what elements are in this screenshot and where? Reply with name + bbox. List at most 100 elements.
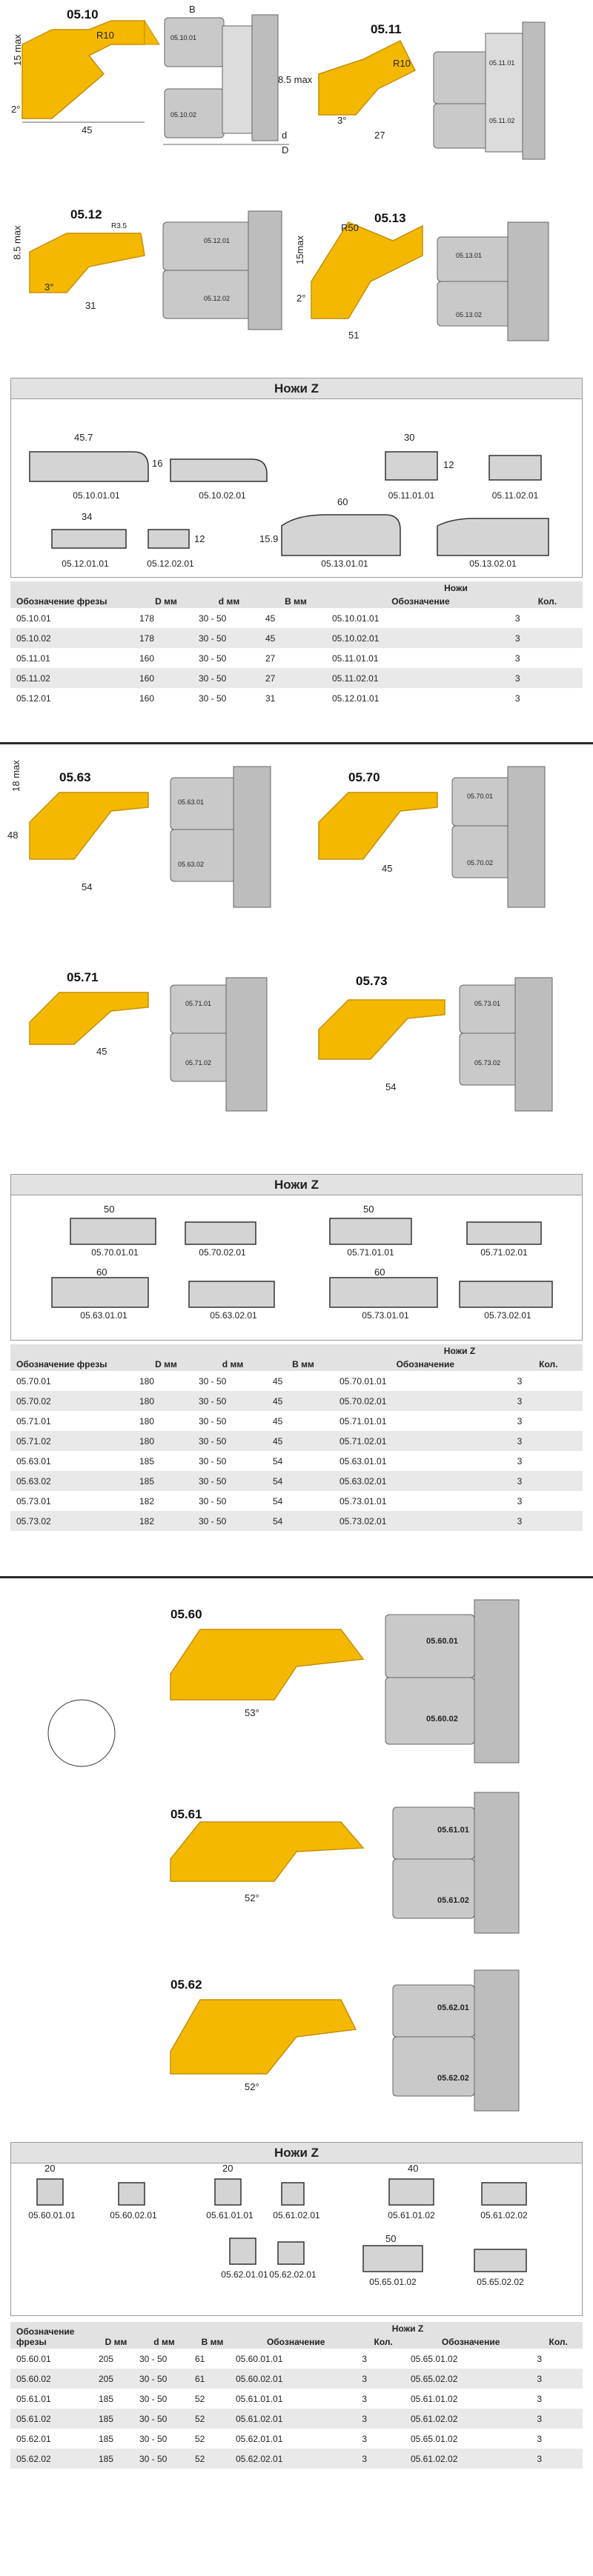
section-divider (0, 1576, 593, 1578)
cell-d: 30 - 50 (196, 1491, 270, 1511)
dim-label: 15 max (11, 34, 23, 66)
dim-label: 53° (245, 1707, 259, 1718)
cell-knife: 05.63.01.01 (337, 1451, 514, 1471)
cell-D: 185 (96, 2449, 136, 2469)
cell-qty: 3 (359, 2369, 408, 2389)
col-header-B: B мм (192, 2322, 233, 2349)
cell-knife-2: 05.65.01.02 (407, 2349, 534, 2369)
dim-label: 45 (96, 1046, 107, 1057)
knife-code: 05.70.01.01 (91, 1247, 139, 1258)
knife-item: 05.10.01.01 (44, 489, 148, 501)
col-header-D: D мм (136, 1344, 196, 1371)
dim-label: 40 (408, 2163, 419, 2174)
cell-knife: 05.71.01.01 (337, 1411, 514, 1431)
section-divider (0, 742, 593, 744)
cell-qty: 3 (359, 2449, 408, 2469)
cell-B: 45 (270, 1371, 337, 1391)
section2-drawings: 05.63 18 max 48 54 05.63.01 05.63.02 05.… (0, 748, 593, 1155)
spec-table-section3: Обозначение фрезы D мм d мм B мм Ножи Z … (10, 2322, 583, 2469)
cell-code: 05.10.01 (10, 608, 136, 628)
cell-D: 185 (96, 2389, 136, 2409)
cell-D: 180 (136, 1411, 196, 1431)
cell-qty: 3 (359, 2389, 408, 2409)
cutter-body-05-71 (170, 977, 268, 1112)
blade-label: 05.11.02 (489, 117, 515, 124)
cell-D: 185 (136, 1451, 196, 1471)
cell-qty: 3 (511, 628, 583, 648)
cutter-body-05-10 (163, 14, 289, 145)
dim-label: 12 (443, 459, 454, 470)
cell-D: 185 (96, 2429, 136, 2449)
knife-item: 05.11.01.01 (367, 489, 456, 501)
dim-label: 2° (296, 293, 306, 304)
cell-code: 05.70.01 (10, 1371, 136, 1391)
blade-label: 05.11.01 (489, 59, 515, 67)
cell-knife: 05.71.02.01 (337, 1431, 514, 1451)
col-header-code: Обозначение фрезы (10, 1344, 136, 1371)
blade-label: 05.63.01 (178, 798, 205, 806)
profile-code-05-71: 05.71 (67, 970, 99, 984)
cell-code: 05.12.01 (10, 688, 136, 708)
col-header-d: d мм (136, 2322, 192, 2349)
col-header-D: D мм (136, 581, 196, 608)
cell-B: 45 (270, 1411, 337, 1431)
profile-05-70-shape (318, 792, 438, 860)
cell-d: 30 - 50 (136, 2369, 192, 2389)
section1-drawings: 05.10 15 max R10 2° 45 05.10.01 05.10.02… (0, 0, 593, 374)
profile-code-05-70: 05.70 (348, 770, 380, 784)
cell-code: 05.61.01 (10, 2389, 96, 2409)
col-header-knife-code: Обозначение (329, 595, 512, 608)
knife-item: 05.63.02.01 (185, 1309, 282, 1321)
cell-D: 205 (96, 2369, 136, 2389)
blade-label: 05.10.02 (170, 111, 197, 119)
knife-item: 05.62.01.01 (208, 2268, 282, 2280)
cell-d: 30 - 50 (136, 2409, 192, 2429)
dim-label: 8.5 max (278, 74, 313, 85)
cell-code: 05.63.02 (10, 1471, 136, 1491)
blade-label: 05.13.01 (456, 252, 483, 259)
cell-D: 180 (136, 1431, 196, 1451)
cell-d: 30 - 50 (136, 2389, 192, 2409)
col-header-code: Обозначение фрезы (10, 2322, 96, 2349)
knife-item: 05.73.01.01 (337, 1309, 434, 1321)
cell-qty: 3 (511, 648, 583, 668)
knife-code: 05.60.01.01 (28, 2210, 76, 2220)
knife-item: 05.70.02.01 (178, 1246, 267, 1258)
cell-qty-2: 3 (534, 2349, 583, 2369)
knife-item: 05.13.01.01 (296, 557, 393, 569)
knives-panel-section2: Ножи Z (10, 1174, 583, 1341)
dim-label: 8.5 max (11, 225, 23, 260)
dim-label: 16 (152, 458, 163, 469)
cell-code: 05.60.02 (10, 2369, 96, 2389)
dim-label: D (282, 144, 289, 156)
cell-knife-2: 05.61.02.02 (407, 2409, 534, 2429)
dim-label: 45 (82, 124, 93, 136)
col-header-knives: Ножи Z (337, 1344, 583, 1358)
cell-D: 185 (96, 2409, 136, 2429)
cell-D: 180 (136, 1371, 196, 1391)
profile-05-61-shape (170, 1821, 365, 1882)
cell-qty-2: 3 (534, 2409, 583, 2429)
col-header-qty: Кол. (514, 1358, 583, 1371)
cell-D: 205 (96, 2349, 136, 2369)
cell-knife: 05.61.02.01 (233, 2409, 360, 2429)
knife-code: 05.71.02.01 (480, 1247, 528, 1258)
cell-code: 05.71.01 (10, 1411, 136, 1431)
cutter-body-05-63 (170, 766, 271, 908)
cell-qty-2: 3 (534, 2369, 583, 2389)
dim-label: 60 (337, 496, 348, 507)
profile-05-11-shape (318, 39, 417, 116)
cell-d: 30 - 50 (136, 2429, 192, 2449)
cell-qty: 3 (514, 1471, 583, 1491)
knife-code: 05.73.02.01 (484, 1310, 531, 1321)
knives-panel-title: Ножи Z (11, 378, 582, 399)
section1-knife-shapes (29, 451, 549, 556)
blade-label: 05.62.01 (437, 2003, 469, 2012)
col-header-knife-code: Обозначение (233, 2335, 360, 2349)
profile-code-05-63: 05.63 (59, 770, 91, 784)
cell-knife: 05.62.01.01 (233, 2429, 360, 2449)
profile-code-05-60: 05.60 (170, 1607, 202, 1621)
cell-qty: 3 (511, 668, 583, 688)
dim-label: R10 (393, 58, 411, 69)
cutter-body-05-61 (392, 1792, 520, 1934)
